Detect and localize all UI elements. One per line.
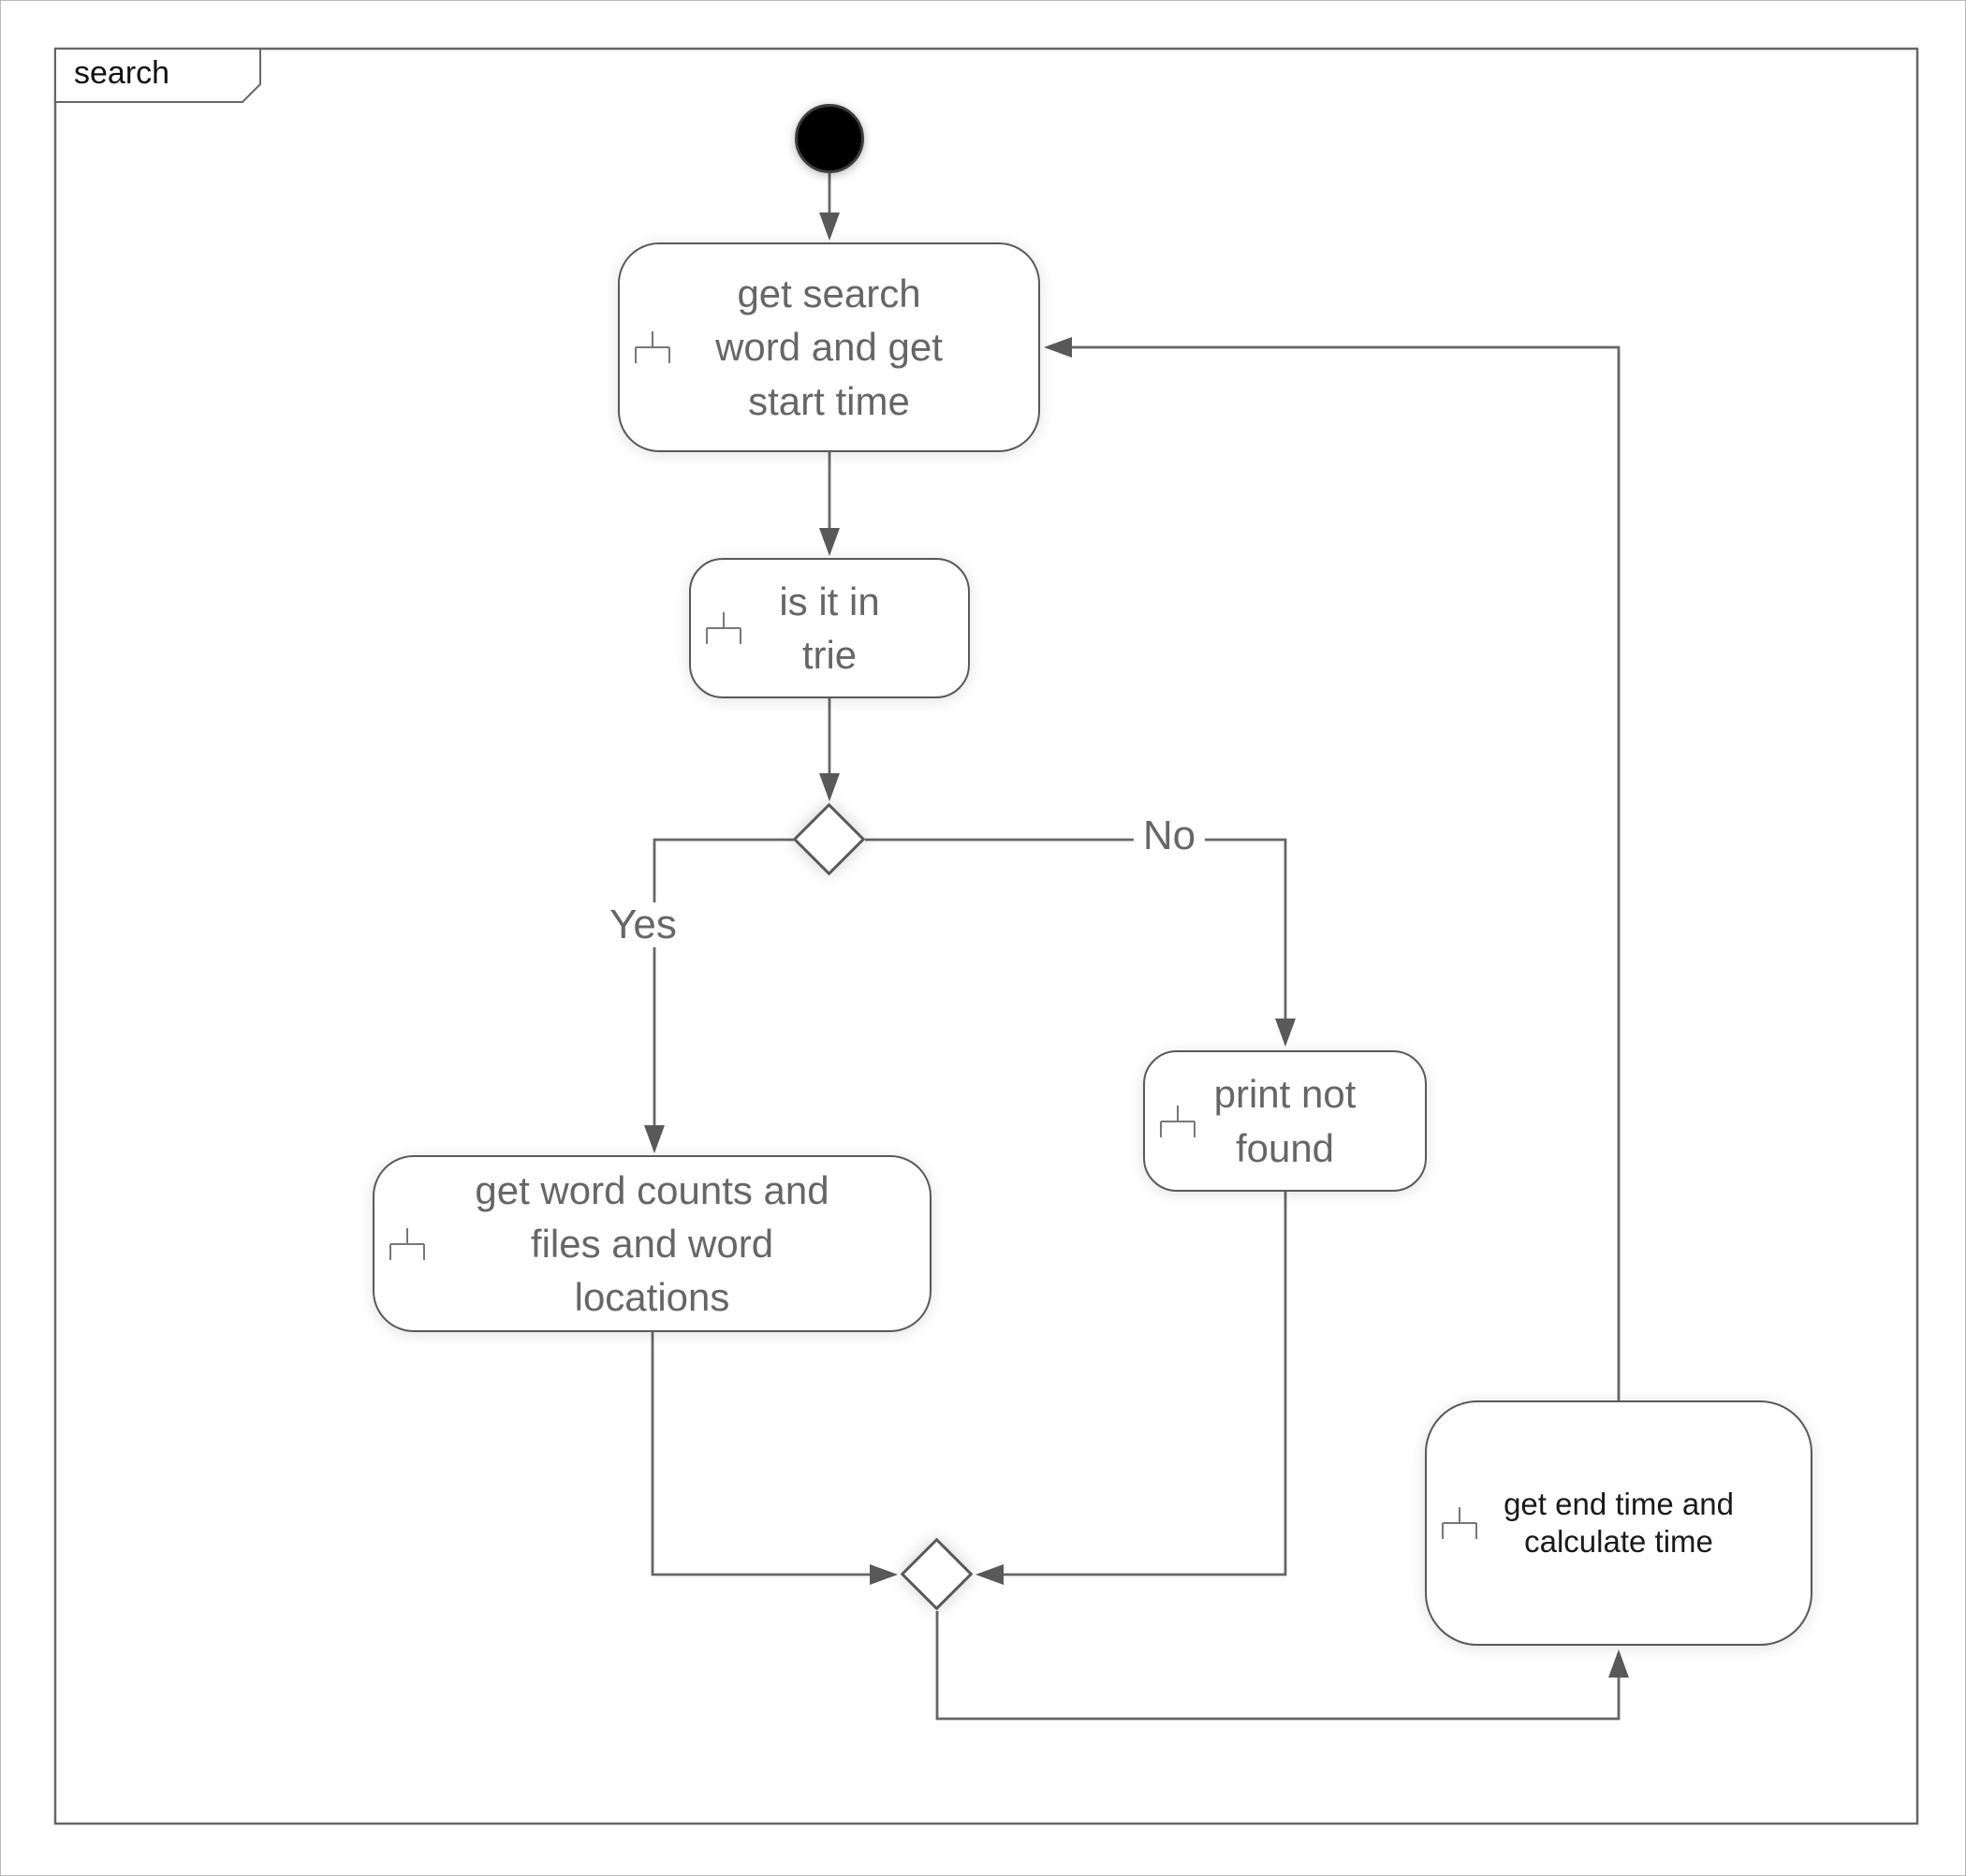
activity-print-not-found[interactable]: print not found [1143, 1050, 1427, 1192]
activity-get-end-time[interactable]: get end time and calculate time [1425, 1400, 1812, 1646]
edge-endtime-loop-back[interactable] [1053, 345, 1621, 1400]
arrowhead-into-endtime [1608, 1649, 1629, 1678]
edge-decision-no[interactable] [865, 838, 1287, 1038]
arrowhead-into-trie [819, 528, 840, 556]
edge-decision-yes[interactable] [653, 838, 794, 1145]
activity-label: get word counts and files and word locat… [475, 1167, 829, 1320]
arrowhead-into-counts [644, 1125, 665, 1153]
edge-counts-to-merge[interactable] [651, 1332, 888, 1576]
frame-title-tab[interactable] [54, 48, 261, 103]
activity-label: get end time and calculate time [1504, 1486, 1734, 1559]
sub-activity-rake-icon [635, 331, 670, 363]
edge-label-yes[interactable]: Yes [600, 902, 686, 947]
activity-label: get search word and get start time [715, 271, 943, 423]
activity-get-word-counts[interactable]: get word counts and files and word locat… [373, 1155, 932, 1332]
sub-activity-rake-icon [389, 1227, 425, 1260]
edge-notfound-to-merge[interactable] [985, 1192, 1287, 1576]
arrowheads [644, 213, 1629, 1678]
sub-activity-rake-icon [1160, 1105, 1196, 1137]
arrowhead-into-notfound [1275, 1019, 1296, 1047]
initial-node[interactable] [795, 104, 864, 173]
arrowhead-into-merge-left [870, 1564, 898, 1585]
sub-activity-rake-icon [1442, 1507, 1477, 1539]
activity-get-search-word[interactable]: get search word and get start time [618, 242, 1040, 452]
activity-is-it-in-trie[interactable]: is it in trie [689, 558, 970, 698]
frame-title: search [74, 55, 170, 91]
edge-label-no[interactable]: No [1133, 813, 1206, 858]
activity-label: is it in trie [779, 579, 880, 677]
activity-label: print not found [1213, 1072, 1357, 1170]
edge-merge-to-endtime[interactable] [935, 1611, 1621, 1721]
arrowhead-into-merge-right [976, 1564, 1004, 1585]
arrowhead-into-decision [819, 773, 840, 801]
arrowhead-into-get-search [819, 213, 840, 241]
sub-activity-rake-icon [706, 612, 741, 644]
arrowhead-into-get-search-loop [1044, 337, 1072, 358]
uml-frame-border [53, 47, 1919, 1825]
